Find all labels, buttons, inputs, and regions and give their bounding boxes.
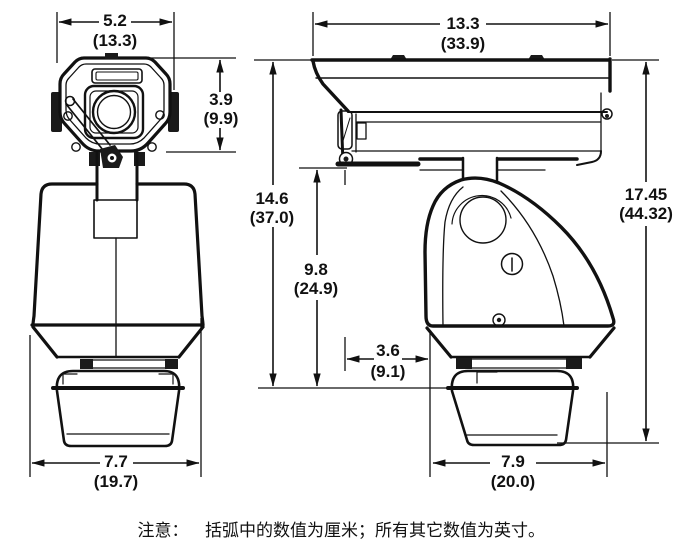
- lens-circle-inner: [96, 94, 132, 130]
- pan-body-front: [30, 182, 205, 369]
- sunshield-side: [310, 55, 613, 120]
- dim-side-front-offset: 3.6 (9.1): [344, 170, 429, 381]
- dim-side-housing-width: 13.3 (33.9): [312, 12, 611, 56]
- dim-front-head-height-inches: 3.9: [209, 90, 233, 109]
- rear-latch-ring: [601, 108, 613, 120]
- wiper-foot-pin: [110, 156, 114, 160]
- dim-front-base-width: 7.7 (19.7): [29, 318, 202, 491]
- dim-front-base-width-inches: 7.7: [104, 452, 128, 471]
- screw-icon: [63, 111, 73, 121]
- wiper-arm: [64, 95, 123, 168]
- screw-icon: [71, 142, 81, 152]
- lens-bezel: [83, 84, 145, 140]
- pan-motor-cap: [459, 196, 507, 244]
- dim-side-overall-height-cm: (37.0): [250, 208, 294, 227]
- dim-side-total-height-cm: (44.32): [619, 204, 673, 223]
- lens-circle-outer: [91, 89, 137, 135]
- base-front: [51, 369, 185, 448]
- dim-side-base-width: 7.9 (20.0): [429, 331, 608, 491]
- front-view: [30, 53, 205, 448]
- rear-latch-pin: [605, 114, 609, 118]
- dim-front-head-height: 3.9 (9.9): [151, 57, 239, 153]
- note-text: 括弧中的数值为厘米；所有其它数值为英寸。: [205, 521, 545, 540]
- turntable-side: [465, 358, 575, 369]
- pan-dome-arc: [451, 194, 512, 225]
- dim-side-lower-height-cm: (24.9): [294, 279, 338, 298]
- dim-side-lower-height-inches: 9.8: [304, 260, 328, 279]
- sunshield-slot: [91, 68, 143, 84]
- dim-side-housing-width-inches: 13.3: [446, 14, 479, 33]
- side-view: [310, 55, 616, 447]
- dim-side-lower-height: 9.8 (24.9): [294, 167, 347, 387]
- dim-side-base-width-inches: 7.9: [501, 452, 525, 471]
- neck-collar-right: [134, 152, 145, 166]
- note-label: 注意：: [138, 521, 189, 540]
- turntable-clip: [456, 358, 472, 369]
- screw-slot-icon: [500, 252, 524, 276]
- housing-side: [335, 92, 608, 184]
- dim-side-overall-height: 14.6 (37.0): [250, 59, 449, 389]
- dim-front-width-inches: 5.2: [103, 11, 127, 30]
- dim-side-overall-height-inches: 14.6: [255, 189, 288, 208]
- turntable-clip: [165, 359, 178, 369]
- base-side: [446, 369, 579, 447]
- front-latch-plate: [337, 110, 353, 150]
- camera-head-inner-line: [65, 63, 165, 145]
- dim-side-base-width-cm: (20.0): [491, 472, 535, 491]
- dim-side-front-offset-inches: 3.6: [376, 341, 400, 360]
- turntable-clip: [80, 359, 93, 369]
- dim-front-base-width-cm: (19.7): [94, 472, 138, 491]
- neck-block: [93, 199, 138, 239]
- neck-collar-left: [89, 152, 100, 166]
- sunshield-slot-inner: [95, 71, 139, 81]
- note: 注意： 括弧中的数值为厘米；所有其它数值为英寸。: [138, 521, 546, 540]
- dim-side-total-height: 17.45 (44.32): [557, 59, 673, 444]
- dim-front-width-cm: (13.3): [93, 31, 137, 50]
- turntable-front: [91, 359, 167, 369]
- head-top-tab: [105, 53, 118, 59]
- dim-side-total-height-inches: 17.45: [625, 185, 668, 204]
- front-port: [356, 122, 367, 140]
- small-screw-icon: [492, 313, 506, 327]
- neck-mount: [89, 151, 145, 358]
- turntable-clip: [566, 358, 582, 369]
- dim-side-housing-width-cm: (33.9): [441, 34, 485, 53]
- screw-icon: [147, 142, 157, 152]
- screw-icon: [155, 110, 165, 120]
- dim-front-head-height-cm: (9.9): [204, 109, 239, 128]
- dim-front-width: 5.2 (13.3): [56, 11, 175, 90]
- pan-tilt-body-side: [423, 176, 616, 369]
- dim-side-front-offset-cm: (9.1): [371, 362, 406, 381]
